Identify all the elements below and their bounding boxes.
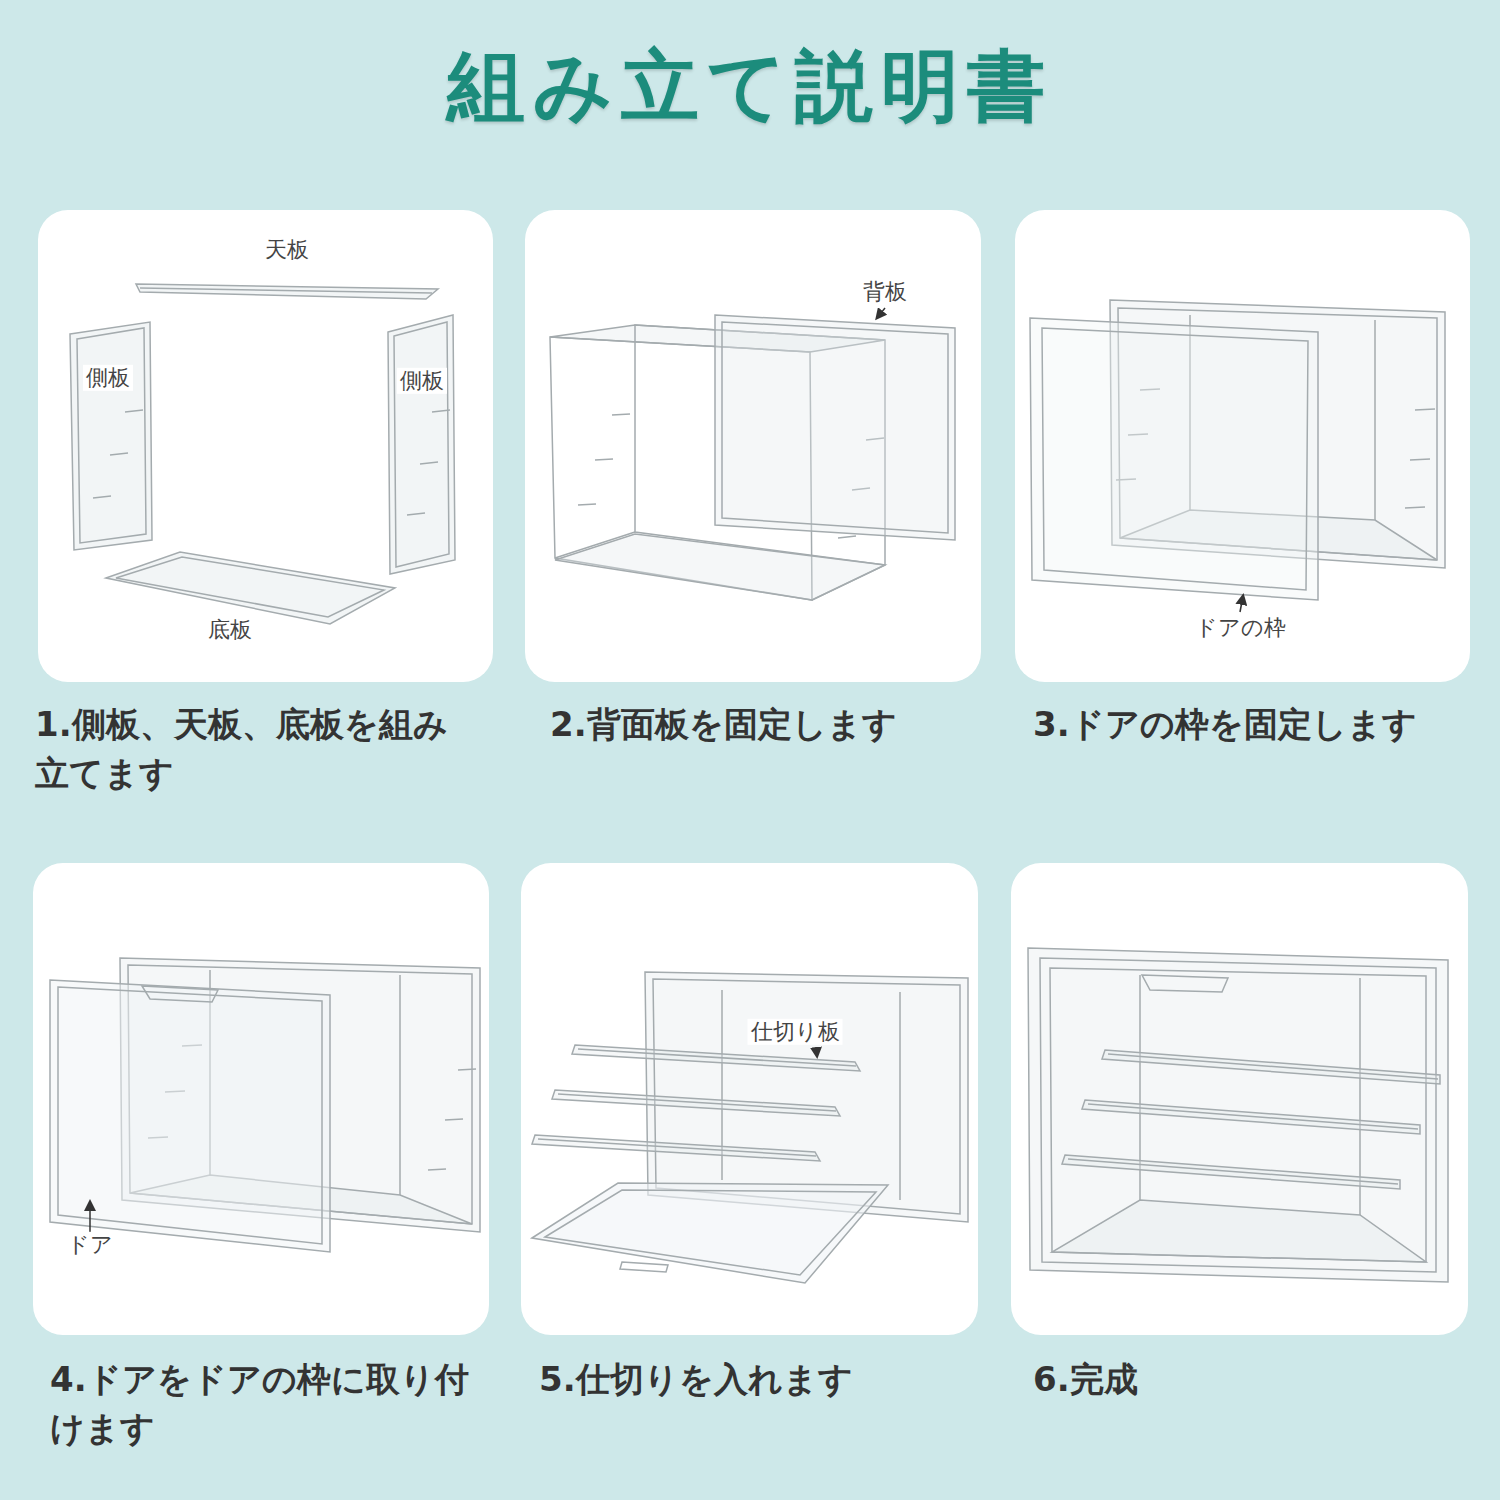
step-panel: 背板2.背面板を固定します (525, 210, 981, 682)
part-label: 底板 (205, 617, 255, 643)
part-label: 側板 (83, 365, 133, 391)
panel-backgrounds (33, 210, 1470, 1335)
step-caption: 2.背面板を固定します (550, 700, 990, 749)
step-panel: ドアの枠3.ドアの枠を固定します (1015, 210, 1470, 682)
leader-line (877, 308, 885, 318)
leader-line (89, 1202, 91, 1232)
leader-line (1240, 596, 1243, 612)
part-label: ドアの枠 (1192, 615, 1289, 641)
step-caption: 3.ドアの枠を固定します (1033, 700, 1473, 749)
step-caption: 5.仕切りを入れます (539, 1355, 979, 1404)
leader-line (816, 1047, 817, 1056)
part-label: 仕切り板 (748, 1019, 843, 1045)
part-label: ドア (64, 1232, 116, 1258)
step6-box (1028, 948, 1448, 1282)
page-title: 組み立て説明書 (0, 40, 1500, 134)
step-panel: 天板側板側板底板1.側板、天板、底板を組み立てます (38, 210, 493, 682)
step-caption: 6.完成 (1033, 1355, 1473, 1404)
step2-box (550, 315, 955, 600)
step5-box (532, 972, 968, 1283)
step-panel: 仕切り板5.仕切りを入れます (521, 863, 978, 1335)
step-panel: ドア4.ドアをドアの枠に取り付けます (33, 863, 489, 1335)
part-label: 背板 (860, 279, 910, 305)
step3-box (1030, 300, 1445, 600)
step-caption: 1.側板、天板、底板を組み立てます (35, 700, 455, 799)
step1-parts (70, 284, 455, 624)
part-label: 側板 (397, 368, 447, 394)
step4-box (50, 958, 480, 1252)
step-panel: 6.完成 (1011, 863, 1468, 1335)
part-label: 天板 (262, 237, 312, 263)
step-caption: 4.ドアをドアの枠に取り付けます (50, 1355, 470, 1454)
